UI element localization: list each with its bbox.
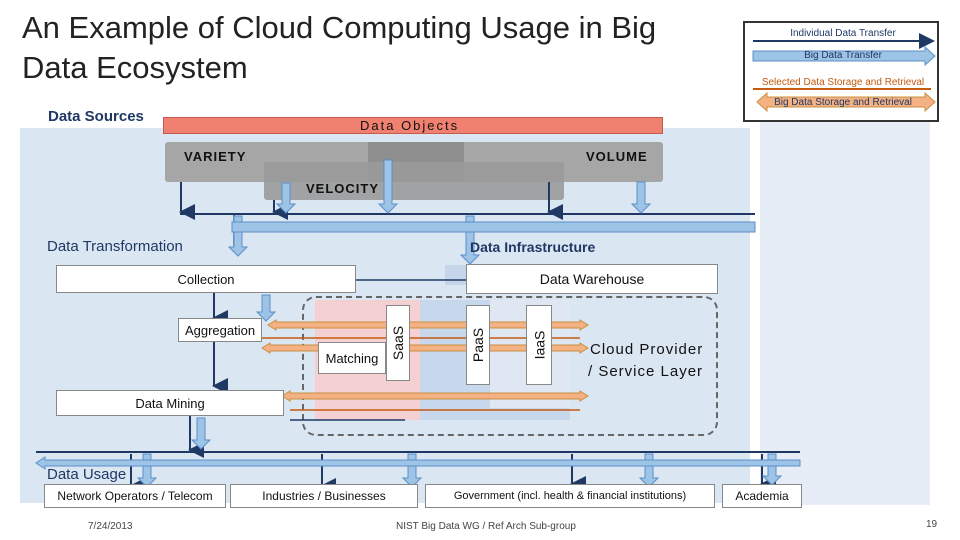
data-infrastructure-label: Data Infrastructure xyxy=(470,239,596,255)
paas-label: PaaS xyxy=(470,327,486,363)
storage-arrows xyxy=(261,319,589,402)
big-transfer-arrow xyxy=(752,45,936,67)
industries-box: Industries / Businesses xyxy=(230,484,418,508)
aggregation-box: Aggregation xyxy=(178,318,262,342)
matching-label: Matching xyxy=(325,350,379,366)
footer-date: 7/24/2013 xyxy=(88,521,133,532)
academia-label: Academia xyxy=(735,489,789,503)
saas-label: SaaS xyxy=(390,325,406,361)
aggregation-label: Aggregation xyxy=(184,322,256,338)
velocity-label: VELOCITY xyxy=(306,181,380,196)
data-transformation-label: Data Transformation xyxy=(47,238,183,255)
volume-label: VOLUME xyxy=(586,149,648,164)
industries-label: Industries / Businesses xyxy=(262,489,386,503)
network-operators-label: Network Operators / Telecom xyxy=(57,489,213,503)
data-sources-label: Data Sources xyxy=(48,108,144,125)
iaas-box: IaaS xyxy=(526,305,552,385)
legend-selected-storage: Selected Data Storage and Retrieval xyxy=(761,77,925,88)
paas-box: PaaS xyxy=(466,305,490,385)
page-number: 19 xyxy=(926,519,938,530)
slide-title: An Example of Cloud Computing Usage in B… xyxy=(22,10,657,85)
legend-big: Big Data Transfer xyxy=(804,50,882,61)
saas-box: SaaS xyxy=(386,305,410,381)
data-objects-bar xyxy=(163,117,663,134)
collection-label: Collection xyxy=(177,271,235,287)
network-operators-box: Network Operators / Telecom xyxy=(44,484,226,508)
right-background xyxy=(760,120,930,505)
cloud-boundary xyxy=(302,296,718,436)
legend-individual: Individual Data Transfer xyxy=(790,28,896,39)
cloud-provider-label: Cloud Provider xyxy=(590,341,704,358)
legend: Individual Data Transfer Big Data Transf… xyxy=(743,21,939,122)
data-warehouse-box: Data Warehouse xyxy=(466,264,718,294)
service-layer-label: / Service Layer xyxy=(588,363,704,380)
data-warehouse-label: Data Warehouse xyxy=(539,271,645,287)
data-usage-label: Data Usage xyxy=(47,466,127,483)
velocity-block xyxy=(264,162,564,200)
government-label: Government (incl. health & financial ins… xyxy=(453,490,687,502)
academia-box: Academia xyxy=(722,484,802,508)
data-objects-label: Data Objects xyxy=(360,118,460,133)
legend-arrows xyxy=(752,33,936,113)
matching-box: Matching xyxy=(318,342,386,374)
legend-big-storage: Big Data Storage and Retrieval xyxy=(774,97,912,108)
data-mining-box: Data Mining xyxy=(56,390,284,416)
footer-center: NIST Big Data WG / Ref Arch Sub-group xyxy=(396,521,576,532)
data-mining-label: Data Mining xyxy=(135,395,205,411)
variety-label: VARIETY xyxy=(184,149,247,164)
big-data-arrows xyxy=(35,159,801,488)
government-box: Government (incl. health & financial ins… xyxy=(425,484,715,508)
iaas-label: IaaS xyxy=(531,330,547,360)
big-storage-arrow xyxy=(756,91,936,113)
collection-box: Collection xyxy=(56,265,356,293)
